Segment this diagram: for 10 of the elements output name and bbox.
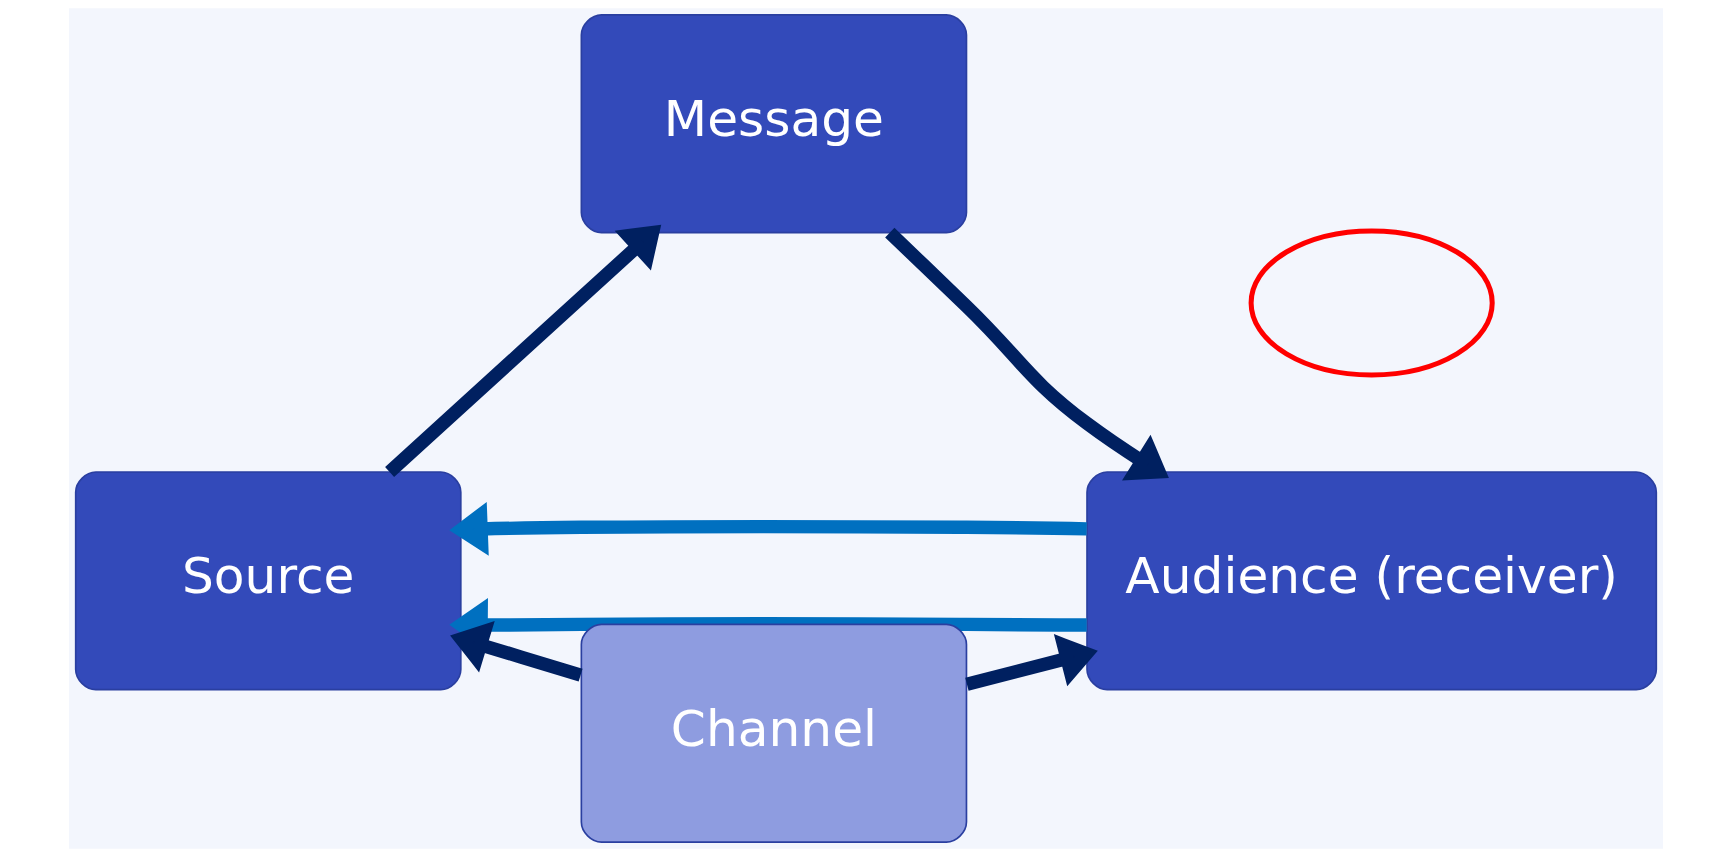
- node-box: Audience (receiver): [1086, 471, 1658, 691]
- node-box: Source: [74, 471, 462, 691]
- arrow: [450, 620, 583, 682]
- arrow: [385, 224, 662, 477]
- arrow: [449, 501, 1087, 556]
- node-ellipse: [1248, 228, 1495, 378]
- arrow: [965, 634, 1098, 691]
- node-box: Message: [580, 14, 968, 234]
- node-box: Channel: [580, 623, 968, 843]
- arrow: [885, 227, 1169, 481]
